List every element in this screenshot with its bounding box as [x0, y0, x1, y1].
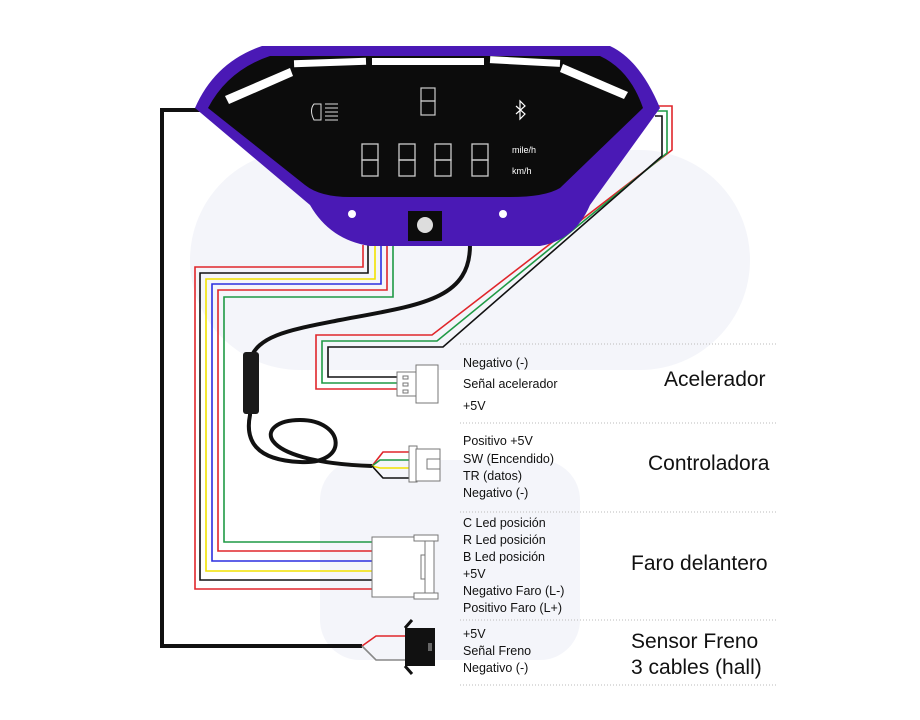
gear-digit	[420, 87, 436, 116]
pin-label: Señal Freno	[463, 644, 531, 658]
power-button-icon[interactable]	[417, 217, 433, 233]
mount-hole-right	[499, 210, 507, 218]
pin-label: +5V	[463, 627, 486, 641]
unit-kmh: km/h	[512, 166, 532, 176]
pin-label: C Led posición	[463, 516, 546, 530]
section-brake-sensor: +5V Señal Freno Negativo (-) Sensor Fren…	[463, 627, 762, 679]
speed-digits	[361, 143, 489, 177]
pin-label: Negativo (-)	[463, 661, 528, 675]
pin-label: Positivo +5V	[463, 434, 533, 448]
headlight-icon	[311, 103, 338, 121]
pin-label: Negativo Faro (L-)	[463, 584, 564, 598]
section-title: Acelerador	[664, 368, 766, 391]
section-throttle: Negativo (-) Señal acelerador +5V Aceler…	[463, 356, 766, 413]
pin-label: R Led posición	[463, 533, 546, 547]
pin-label: +5V	[463, 399, 486, 413]
brake-connector	[403, 619, 435, 675]
controller-cable	[246, 244, 472, 468]
section-title: Sensor Freno	[631, 630, 758, 653]
throttle-wires	[315, 105, 673, 390]
mount-hole-left	[348, 210, 356, 218]
controller-wires	[371, 451, 410, 479]
headlight-wires	[194, 245, 394, 590]
pin-label: B Led posición	[463, 550, 545, 564]
dashboard-display: mile/h km/h	[195, 46, 660, 246]
section-controller: Positivo +5V SW (Encendido) TR (datos) N…	[463, 434, 770, 500]
display-screen	[208, 56, 643, 197]
section-subtitle: 3 cables (hall)	[631, 656, 762, 679]
pin-label: SW (Encendido)	[463, 452, 554, 466]
pin-label: Negativo (-)	[463, 486, 528, 500]
inline-connector	[243, 352, 259, 414]
unit-mph: mile/h	[512, 145, 536, 155]
controller-connector	[408, 445, 441, 483]
brake-wire-red	[361, 635, 405, 647]
section-title: Faro delantero	[631, 552, 768, 575]
pin-label: Positivo Faro (L+)	[463, 601, 562, 615]
pin-label: Negativo (-)	[463, 356, 528, 370]
pin-label: +5V	[463, 567, 486, 581]
brake-cable	[160, 108, 362, 648]
throttle-connector	[396, 364, 439, 404]
pin-label: Señal acelerador	[463, 377, 558, 391]
separators	[460, 343, 778, 686]
section-headlight: C Led posición R Led posición B Led posi…	[463, 516, 768, 615]
headlight-connector	[371, 534, 439, 600]
section-title: Controladora	[648, 452, 770, 475]
brake-wire-white	[361, 645, 405, 661]
pin-label: TR (datos)	[463, 469, 522, 483]
bluetooth-icon	[515, 99, 526, 121]
